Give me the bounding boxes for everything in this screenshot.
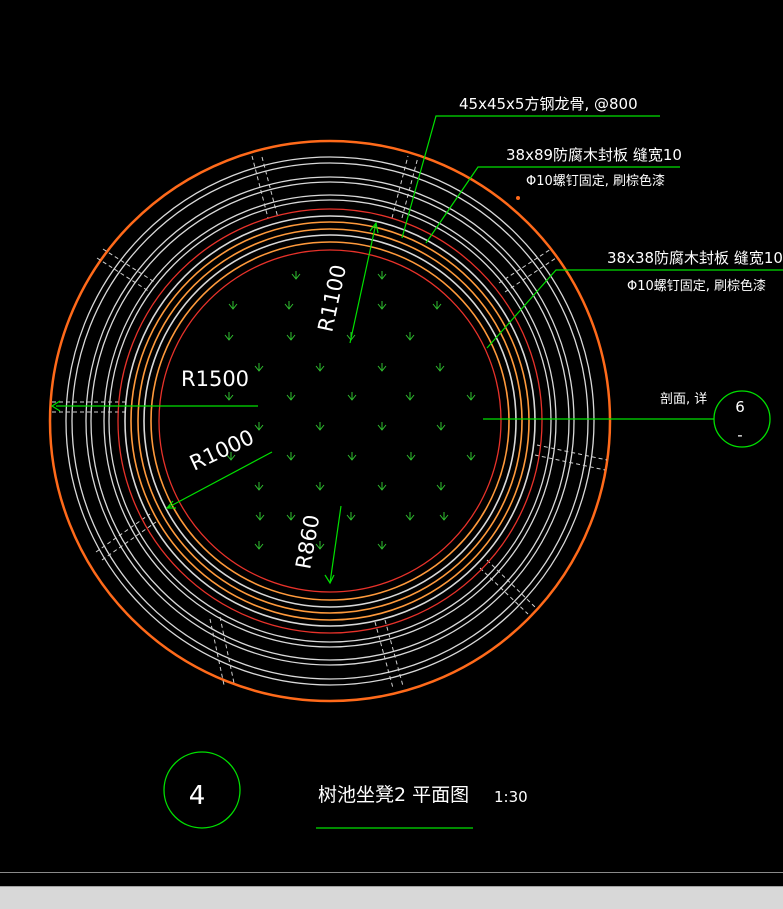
annotations: 45x45x5方钢龙骨, @800 38x89防腐木封板 缝宽10 Φ10螺钉固… bbox=[459, 95, 783, 407]
keel-label: 45x45x5方钢龙骨, @800 bbox=[459, 95, 638, 113]
leader-lines bbox=[56, 115, 783, 829]
board89-label-line1: 38x89防腐木封板 缝宽10 bbox=[506, 146, 682, 164]
dim-r860: R860 bbox=[291, 513, 324, 571]
title-number-circle bbox=[163, 751, 241, 829]
section-sheet: - bbox=[737, 426, 742, 444]
r1000-dim-line bbox=[166, 451, 273, 509]
keel-radial-lines bbox=[52, 155, 608, 689]
section-ref-label: 剖面, 详 bbox=[660, 392, 707, 407]
outer-boundary-circle bbox=[48, 139, 612, 703]
board38-label-line2: Φ10螺钉固定, 刷棕色漆 bbox=[627, 278, 766, 294]
planting-hatch bbox=[224, 271, 476, 550]
section-number: 6 bbox=[735, 398, 745, 416]
keel-leader bbox=[401, 115, 660, 239]
r860-dim-line bbox=[329, 505, 342, 584]
status-divider bbox=[0, 872, 783, 873]
title-number: 4 bbox=[189, 781, 206, 811]
bottom-status-bar bbox=[0, 872, 783, 909]
r1100-dim-line bbox=[349, 222, 377, 344]
inner-board-rings bbox=[124, 215, 536, 627]
dim-r1000: R1000 bbox=[186, 425, 258, 476]
board89-label-line2: Φ10螺钉固定, 刷棕色漆 bbox=[526, 173, 665, 189]
dim-r1500: R1500 bbox=[181, 367, 249, 391]
dimension-texts: R1500 R1100 R1000 R860 bbox=[181, 262, 351, 570]
title-scale: 1:30 bbox=[494, 788, 528, 806]
command-strip[interactable] bbox=[0, 886, 783, 909]
board89-leader bbox=[425, 166, 680, 244]
cad-drawing-canvas: 6 - 45x45x5方钢龙骨, @800 38x89防腐木封板 缝宽10 Φ1… bbox=[48, 95, 783, 829]
section-bubble[interactable]: 6 - bbox=[713, 390, 771, 448]
inner-red-rings bbox=[117, 208, 543, 634]
board38-leader bbox=[486, 269, 783, 349]
leader-markers bbox=[516, 196, 520, 200]
board38-label-line1: 38x38防腐木封板 缝宽10 bbox=[607, 249, 783, 267]
title-block: 4 树池坐凳2 平面图 1:30 bbox=[163, 751, 528, 829]
dim-arrowheads bbox=[50, 221, 379, 585]
title-name: 树池坐凳2 平面图 bbox=[318, 784, 469, 806]
outer-slat-rings bbox=[65, 156, 595, 686]
dim-r1100: R1100 bbox=[313, 262, 351, 334]
